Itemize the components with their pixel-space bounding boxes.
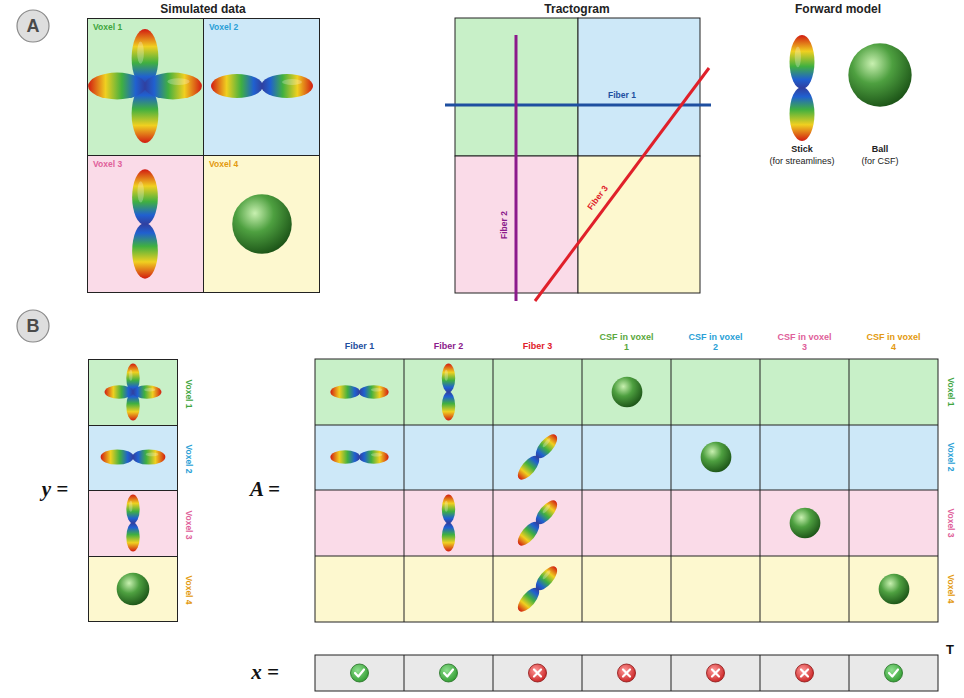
text-label: CSF in voxel 1: [597, 333, 657, 353]
text-label: T: [946, 643, 954, 657]
text-label: Fiber 1: [608, 91, 636, 100]
panel-letter: A: [27, 16, 40, 37]
text-label: Ball: [872, 145, 889, 155]
vector-cell: Voxel 1: [88, 359, 178, 426]
text-label: Fiber 2: [434, 342, 464, 352]
text-label: Voxel 3: [945, 508, 954, 537]
text-label: (for streamlines): [769, 157, 834, 167]
panel-badge: A: [16, 9, 50, 43]
text-label: CSF in voxel 3: [775, 333, 835, 353]
text-label: x =: [251, 661, 279, 684]
voxel-cell: Voxel 2: [203, 18, 320, 156]
vector-cell: Voxel 3: [88, 490, 178, 557]
voxel-label: Voxel 3: [184, 510, 194, 539]
text-label: Stick: [791, 145, 813, 155]
text-label: Simulated data: [160, 3, 245, 16]
text-label: Voxel 1: [945, 377, 954, 406]
vector-cell: Voxel 2: [88, 425, 178, 491]
voxel-label: Voxel 2: [184, 444, 194, 473]
voxel-label: Voxel 1: [184, 379, 194, 408]
voxel-label: Voxel 2: [209, 22, 238, 32]
text-label: A =: [250, 478, 280, 501]
text-label: CSF in voxel 4: [864, 333, 924, 353]
voxel-label: Voxel 4: [184, 575, 194, 604]
voxel-cell: Voxel 3: [87, 155, 204, 293]
voxel-label: Voxel 4: [209, 159, 238, 169]
text-label: Fiber 2: [500, 211, 509, 239]
text-label: y =: [42, 478, 69, 501]
voxel-cell: Voxel 4: [203, 155, 320, 293]
text-label: (for CSF): [862, 157, 899, 167]
voxel-cell: Voxel 1: [87, 18, 204, 156]
vector-cell: Voxel 4: [88, 556, 178, 622]
text-label: Forward model: [795, 3, 881, 16]
voxel-label: Voxel 1: [93, 22, 122, 32]
text-label: Tractogram: [544, 3, 609, 16]
text-label: Fiber 1: [345, 342, 375, 352]
text-label: Fiber 3: [523, 342, 553, 352]
text-label: Voxel 4: [945, 574, 954, 603]
text-label: Voxel 2: [945, 442, 954, 471]
text-label: CSF in voxel 2: [686, 333, 746, 353]
voxel-label: Voxel 3: [93, 159, 122, 169]
panel-badge: B: [16, 309, 50, 343]
panel-letter: B: [27, 316, 40, 337]
